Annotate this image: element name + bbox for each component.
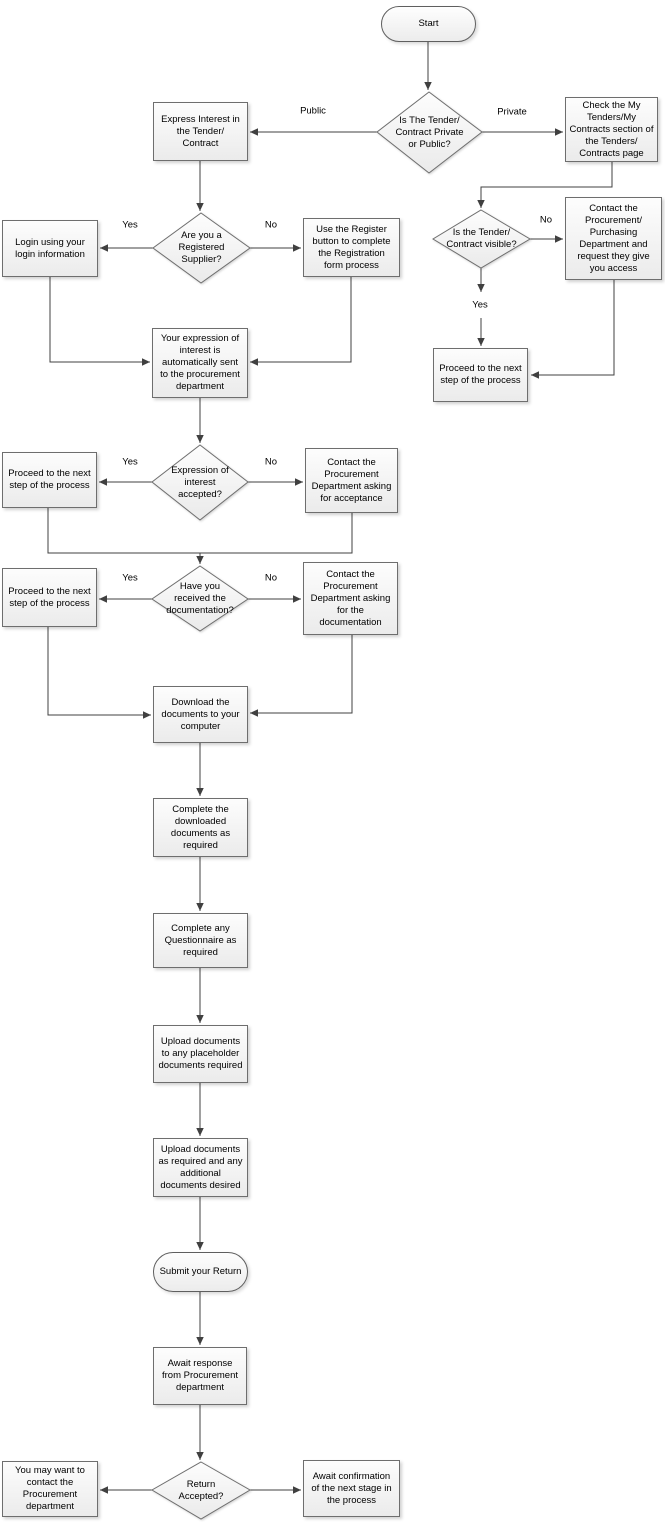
- node-contact-may-want-label: You may want to contact the Procurement …: [15, 1465, 85, 1512]
- node-proceed-docs-label: Proceed to the next step of the process: [8, 585, 91, 609]
- decision-tender-visible-label: Is the Tender/ Contract visible?: [446, 227, 517, 250]
- node-complete-questionnaire-label: Complete any Questionnaire as required: [164, 922, 237, 958]
- edge-label-registered-yes: Yes: [122, 219, 138, 231]
- edge-label-visible-yes: Yes: [472, 299, 488, 311]
- node-complete-downloaded: Complete the downloaded documents as req…: [153, 798, 248, 857]
- decision-return-accepted-shape: [151, 1461, 251, 1520]
- edge-contact-doc-to-download: [250, 635, 353, 717]
- edge-label-public: Public: [300, 105, 326, 117]
- decision-expression-accepted-label: Expression of interest accepted?: [171, 464, 229, 500]
- node-start-label: Start: [418, 18, 439, 29]
- edge-label-registered-no: No: [264, 219, 278, 231]
- decision-expression-accepted: Expression of interest accepted?: [152, 445, 248, 520]
- node-upload-additional: Upload documents as required and any add…: [153, 1138, 248, 1197]
- node-contact-acceptance-label: Contact the Procurement Department askin…: [311, 456, 392, 504]
- decision-tender-visible-shape: [432, 209, 531, 269]
- decision-return-accepted-label: Return Accepted?: [178, 1478, 224, 1502]
- node-proceed-accepted: Proceed to the next step of the process: [2, 452, 97, 508]
- decision-return-accepted: Return Accepted?: [152, 1462, 250, 1519]
- decision-registered-supplier-shape: [152, 212, 251, 284]
- node-proceed-visible-label: Proceed to the next step of the process: [439, 363, 522, 386]
- node-contact-may-want: You may want to contact the Procurement …: [2, 1461, 98, 1517]
- node-upload-placeholder-label: Upload documents to any placeholder docu…: [158, 1036, 243, 1071]
- edge-label-visible-no: No: [539, 214, 553, 226]
- node-complete-questionnaire: Complete any Questionnaire as required: [153, 913, 248, 968]
- node-express-interest-label: Express Interest in the Tender/ Contract: [161, 113, 240, 149]
- node-contact-acceptance: Contact the Procurement Department askin…: [305, 448, 398, 513]
- edge-login-to-expression: [49, 277, 150, 366]
- node-login-label: Login using your login information: [15, 236, 85, 260]
- node-login: Login using your login information: [2, 220, 98, 277]
- node-submit-return: Submit your Return: [153, 1252, 248, 1292]
- node-await-response-label: Await response from Procurement departme…: [161, 1358, 239, 1393]
- decision-registered-supplier-label: Are you a Registered Supplier?: [178, 230, 225, 265]
- node-proceed-docs: Proceed to the next step of the process: [2, 568, 97, 627]
- edge-label-received-no: No: [264, 572, 278, 584]
- edge-label-accepted-yes: Yes: [122, 456, 138, 468]
- node-register-label: Use the Register button to complete the …: [312, 223, 391, 271]
- edge-proceed-docs-to-download: [47, 627, 151, 719]
- edge-contact-access-to-proceed: [531, 280, 615, 379]
- node-upload-placeholder: Upload documents to any placeholder docu…: [153, 1025, 248, 1083]
- edge-register-to-expression: [250, 277, 352, 366]
- node-await-confirmation: Await confirmation of the next stage in …: [303, 1460, 400, 1517]
- node-download-docs-label: Download the documents to your computer: [161, 696, 240, 732]
- edge-proceed-accepted-merge: [47, 508, 200, 554]
- decision-expression-accepted-shape: [151, 444, 249, 521]
- node-upload-additional-label: Upload documents as required and any add…: [158, 1143, 243, 1191]
- edge-contact-acceptance-merge: [200, 513, 353, 554]
- edge-label-accepted-no: No: [264, 456, 278, 468]
- edge-label-private: Private: [497, 106, 527, 118]
- node-proceed-accepted-label: Proceed to the next step of the process: [8, 468, 91, 491]
- decision-tender-visible: Is the Tender/ Contract visible?: [433, 210, 530, 268]
- node-await-confirmation-label: Await confirmation of the next stage in …: [311, 1470, 392, 1506]
- decision-private-or-public: Is The Tender/ Contract Private or Publi…: [377, 92, 482, 173]
- decision-received-documentation-label: Have you received the documentation?: [166, 580, 234, 616]
- node-expression-sent: Your expression of interest is automatic…: [152, 328, 248, 398]
- edge-check-to-visible: [477, 162, 613, 208]
- node-proceed-visible: Proceed to the next step of the process: [433, 348, 528, 402]
- decision-received-documentation-shape: [151, 565, 249, 632]
- node-register: Use the Register button to complete the …: [303, 218, 400, 277]
- edge-label-received-yes: Yes: [122, 572, 138, 584]
- node-submit-return-label: Submit your Return: [159, 1266, 242, 1277]
- node-contact-access: Contact the Procurement/ Purchasing Depa…: [565, 197, 662, 280]
- node-download-docs: Download the documents to your computer: [153, 686, 248, 743]
- node-start: Start: [381, 6, 476, 42]
- node-expression-sent-label: Your expression of interest is automatic…: [160, 333, 240, 392]
- decision-private-or-public-shape: [376, 91, 483, 174]
- node-contact-access-label: Contact the Procurement/ Purchasing Depa…: [577, 202, 650, 274]
- decision-registered-supplier: Are you a Registered Supplier?: [153, 213, 250, 283]
- node-express-interest: Express Interest in the Tender/ Contract: [153, 102, 248, 161]
- node-contact-documentation-label: Contact the Procurement Department askin…: [310, 568, 391, 628]
- decision-received-documentation: Have you received the documentation?: [152, 566, 248, 631]
- node-complete-downloaded-label: Complete the downloaded documents as req…: [170, 803, 231, 851]
- node-check-my-tenders-label: Check the My Tenders/My Contracts sectio…: [569, 99, 654, 159]
- decision-private-or-public-label: Is The Tender/ Contract Private or Publi…: [395, 114, 464, 150]
- node-await-response: Await response from Procurement departme…: [153, 1347, 247, 1405]
- node-check-my-tenders: Check the My Tenders/My Contracts sectio…: [565, 97, 658, 162]
- node-contact-documentation: Contact the Procurement Department askin…: [303, 562, 398, 635]
